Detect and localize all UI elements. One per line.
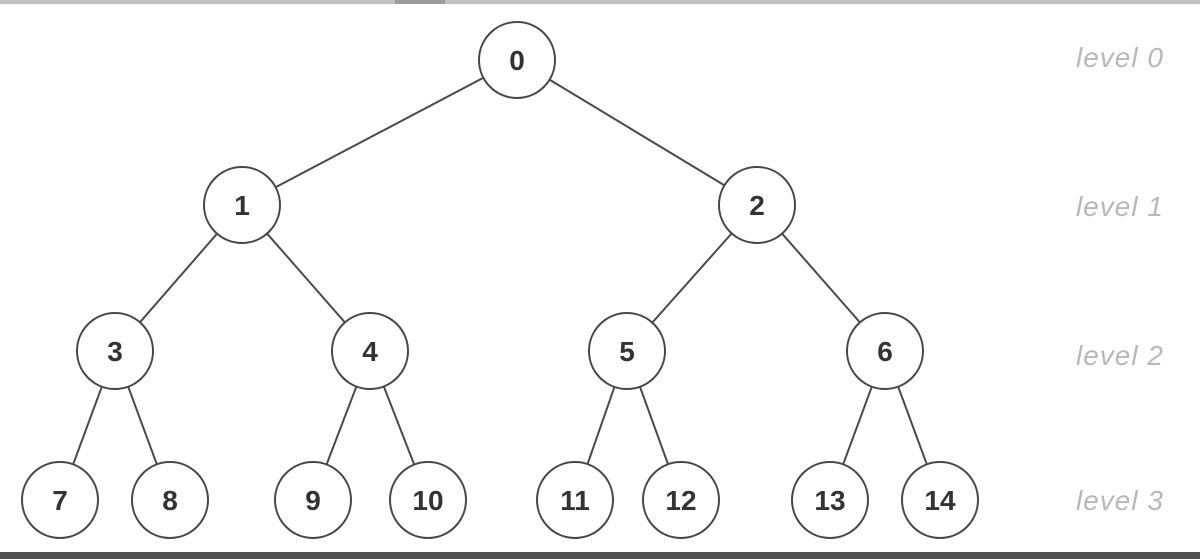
tree-node-4: 4 bbox=[331, 312, 409, 390]
tree-node-1: 1 bbox=[203, 166, 281, 244]
tree-node-label-1: 1 bbox=[234, 190, 250, 221]
tree-node-circle-0 bbox=[478, 21, 556, 99]
tree-node-circle-7 bbox=[21, 461, 99, 539]
top-border-bar bbox=[0, 0, 1200, 4]
tree-edge-0-2 bbox=[516, 59, 758, 206]
tree-node-3: 3 bbox=[76, 312, 154, 390]
tree-node-2: 2 bbox=[718, 166, 796, 244]
tree-node-0: 0 bbox=[478, 21, 556, 99]
tree-node-label-7: 7 bbox=[52, 485, 68, 516]
tree-node-circle-6 bbox=[846, 312, 924, 390]
tree-node-5: 5 bbox=[588, 312, 666, 390]
tree-node-circle-1 bbox=[203, 166, 281, 244]
tree-node-14: 14 bbox=[901, 461, 979, 539]
tree-node-circle-2 bbox=[718, 166, 796, 244]
tree-node-label-13: 13 bbox=[814, 485, 845, 516]
level-label-1: level 1 bbox=[1076, 191, 1164, 222]
tree-node-label-2: 2 bbox=[749, 190, 765, 221]
tree-node-label-14: 14 bbox=[924, 485, 956, 516]
tree-node-circle-9 bbox=[274, 461, 352, 539]
tree-node-circle-11 bbox=[536, 461, 614, 539]
tree-node-6: 6 bbox=[846, 312, 924, 390]
tree-node-11: 11 bbox=[536, 461, 614, 539]
level-label-0: level 0 bbox=[1076, 42, 1164, 73]
tree-node-label-4: 4 bbox=[362, 336, 378, 367]
tree-node-7: 7 bbox=[21, 461, 99, 539]
tree-node-label-3: 3 bbox=[107, 336, 123, 367]
level-label-2: level 2 bbox=[1076, 340, 1164, 371]
bottom-border-bar bbox=[0, 552, 1200, 559]
tree-node-10: 10 bbox=[389, 461, 467, 539]
tree-node-circle-8 bbox=[131, 461, 209, 539]
tree-node-label-5: 5 bbox=[619, 336, 635, 367]
tree-node-label-6: 6 bbox=[877, 336, 893, 367]
tree-node-label-10: 10 bbox=[412, 485, 443, 516]
tree-node-label-9: 9 bbox=[305, 485, 321, 516]
level-label-3: level 3 bbox=[1076, 485, 1164, 516]
tree-node-8: 8 bbox=[131, 461, 209, 539]
tree-node-12: 12 bbox=[642, 461, 720, 539]
tree-node-circle-5 bbox=[588, 312, 666, 390]
tree-node-circle-4 bbox=[331, 312, 409, 390]
tree-node-circle-10 bbox=[389, 461, 467, 539]
tree-node-label-11: 11 bbox=[560, 485, 590, 516]
tree-node-label-0: 0 bbox=[509, 45, 525, 76]
tree-node-label-12: 12 bbox=[665, 485, 696, 516]
top-bar-marker bbox=[395, 0, 445, 4]
tree-node-label-8: 8 bbox=[162, 485, 178, 516]
tree-node-circle-12 bbox=[642, 461, 720, 539]
tree-node-13: 13 bbox=[791, 461, 869, 539]
tree-node-circle-3 bbox=[76, 312, 154, 390]
tree-edge-0-1 bbox=[241, 59, 518, 206]
tree-node-circle-14 bbox=[901, 461, 979, 539]
tree-node-circle-13 bbox=[791, 461, 869, 539]
tree-node-9: 9 bbox=[274, 461, 352, 539]
tree-edges-group bbox=[59, 59, 941, 501]
